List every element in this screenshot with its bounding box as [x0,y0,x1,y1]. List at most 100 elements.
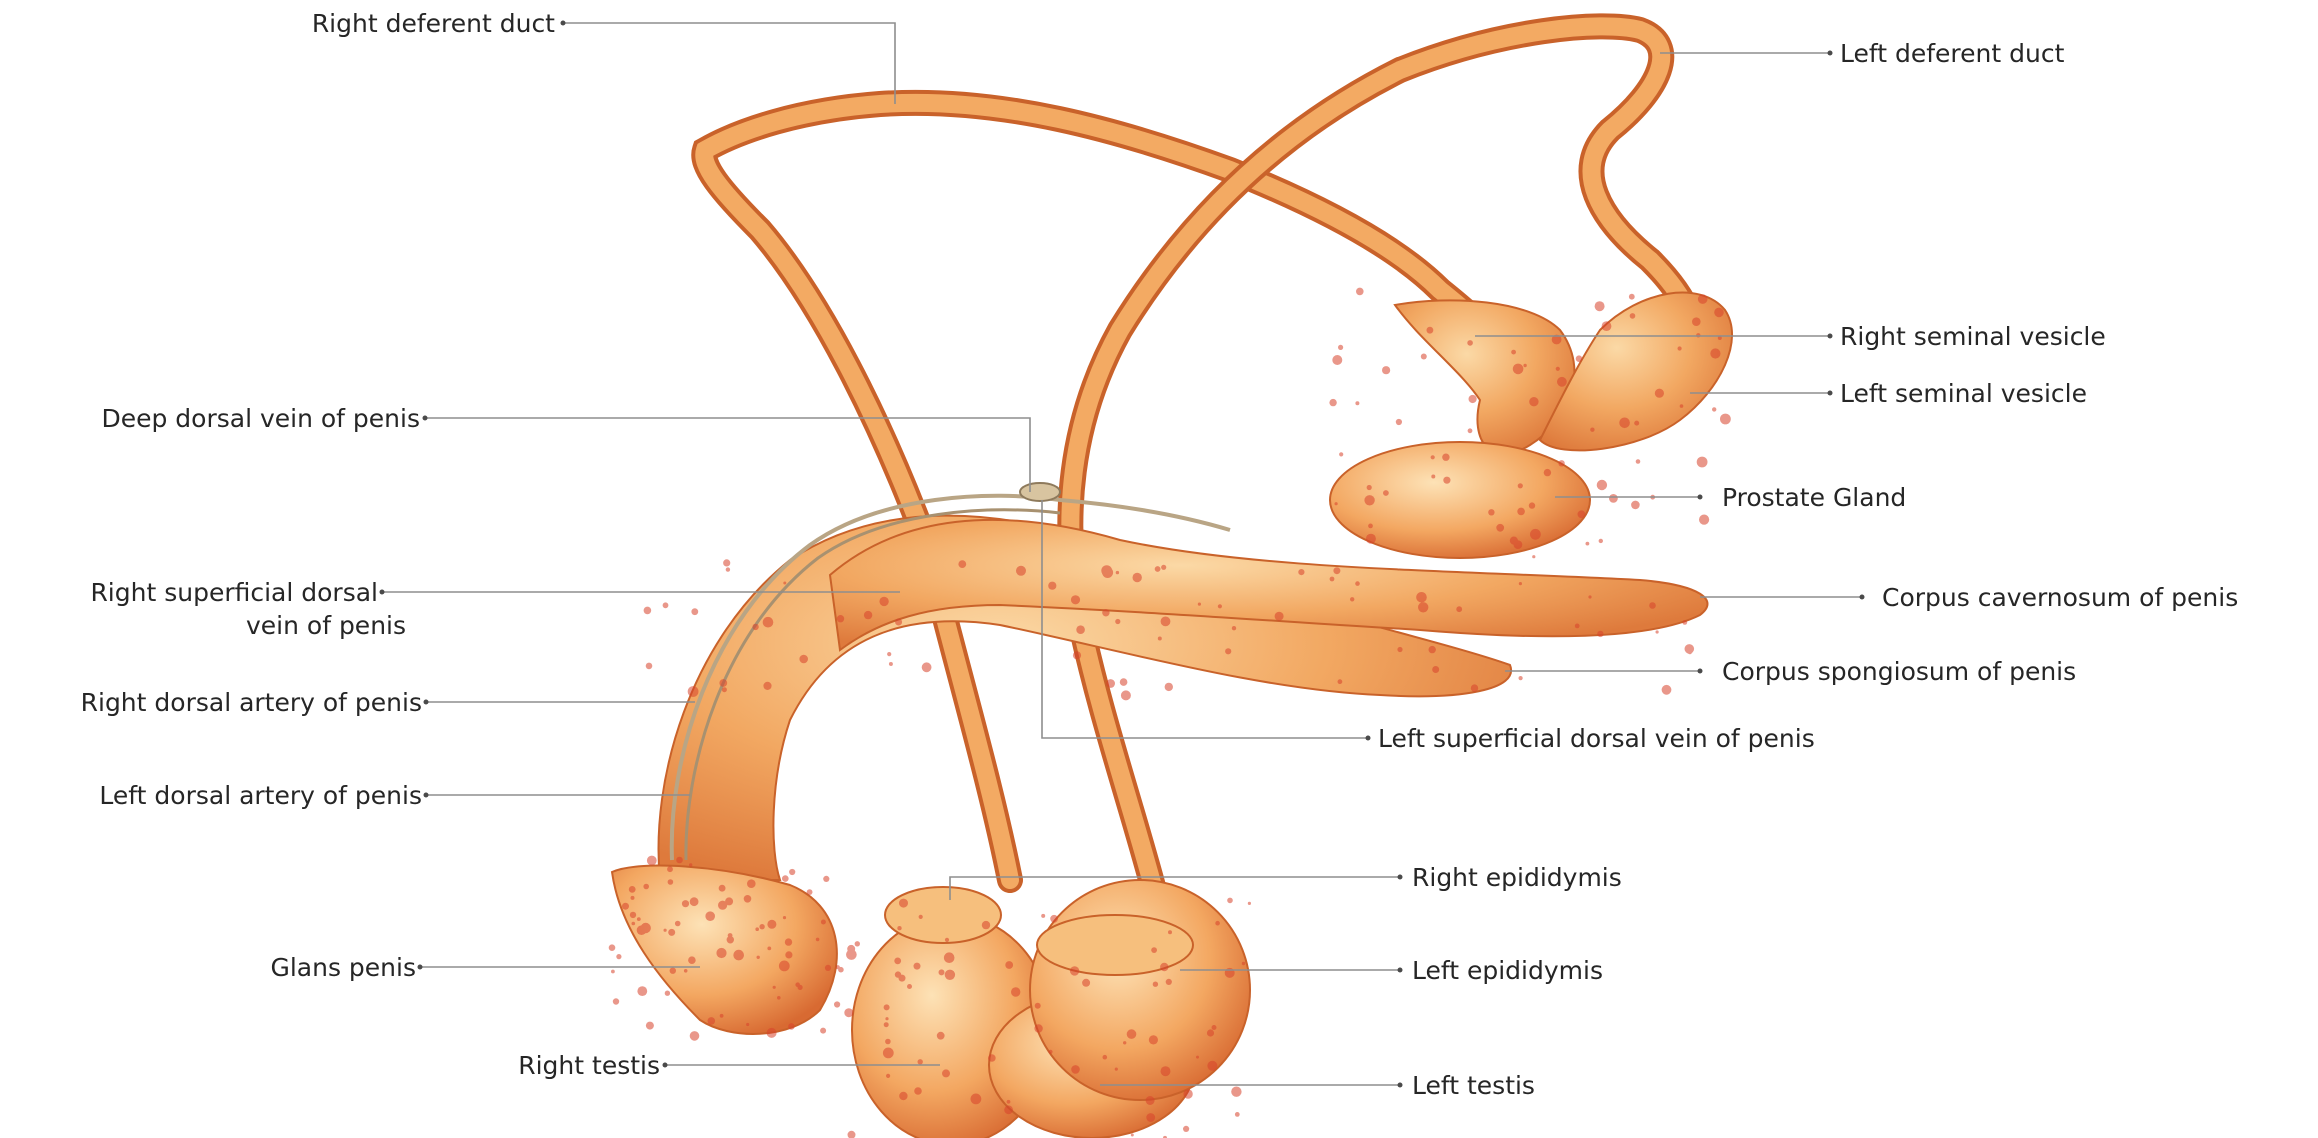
speckle [1298,569,1304,575]
speckle [1335,502,1338,505]
speckle [1366,534,1376,544]
speckle [708,1017,716,1025]
speckle [1382,366,1390,374]
speckle [719,679,727,687]
speckle [629,886,636,893]
speckle [763,682,771,690]
speckle [632,922,636,926]
speckle [779,961,790,972]
speckle [942,1069,950,1077]
speckle [1011,987,1020,996]
speckle [668,929,675,936]
speckle [1421,354,1427,360]
speckle [836,965,840,969]
speckle [1488,509,1494,515]
speckle [894,958,901,965]
speckle [1207,1061,1217,1071]
label-left-testis: Left testis [1412,1071,1535,1100]
speckle [1165,683,1173,691]
speckle [789,869,795,875]
speckle [884,1004,890,1010]
speckle [1071,1065,1080,1074]
speckle [1710,348,1720,358]
speckle [1688,650,1692,654]
speckle [1073,651,1081,659]
speckle [767,947,771,951]
speckle [1649,602,1656,609]
speckle [1368,524,1373,529]
speckle [918,1059,923,1064]
speckle [647,856,657,866]
speckle [939,969,945,975]
speckle [689,863,692,866]
speckle [1609,494,1618,503]
speckle [746,1023,749,1026]
speckle [885,1017,888,1020]
speckle [752,624,758,630]
speckle [785,951,792,958]
speckle [879,597,888,606]
speckle [1101,565,1112,576]
speckle [820,1028,826,1034]
speckle [1682,620,1687,625]
label-left-seminal-vesicle: Left seminal vesicle [1840,379,2087,408]
speckle [757,956,760,959]
speckle [783,916,786,919]
speckle [1630,313,1636,319]
speckle [1519,582,1522,585]
speckle [914,1087,922,1095]
speckle [1431,455,1435,459]
speckle [1146,1113,1155,1122]
speckle [884,1022,889,1027]
speckle [719,885,726,892]
speckle [1467,340,1473,346]
speckle [1519,676,1523,680]
speckle [1332,355,1342,365]
speckle [1275,612,1284,621]
label-left-superficial-dorsal-vein: Left superficial dorsal vein of penis [1378,724,1815,753]
speckle [1699,515,1709,525]
speckle [637,986,647,996]
speckle [785,938,792,945]
speckle [767,920,776,929]
speckle [747,879,756,888]
speckle [682,900,689,907]
speckle [1338,345,1343,350]
speckle [1232,626,1236,630]
speckle [799,655,808,664]
speckle [846,949,857,960]
speckle [1662,685,1672,695]
speckle [1720,414,1731,425]
speckle [1558,460,1564,466]
label-glans-penis: Glans penis [270,953,416,982]
speckle [1355,401,1359,405]
speckle [1355,581,1360,586]
speckle [1160,963,1168,971]
speckle [1106,679,1115,688]
speckle [684,969,688,973]
speckle [646,1022,654,1030]
speckle [1655,389,1664,398]
speckle [1576,355,1583,362]
speckle [688,686,699,697]
speckle [1619,418,1630,429]
speckle [1530,529,1541,540]
speckle [1578,510,1586,518]
speckle [788,1023,795,1030]
label-right-seminal-vesicle: Right seminal vesicle [1840,322,2106,351]
speckle [1115,619,1120,624]
speckle [1697,457,1708,468]
speckle [643,884,649,890]
speckle [630,912,636,918]
speckle [664,929,667,932]
speckle [1427,327,1434,334]
speckle [675,921,681,927]
speckle [937,1032,945,1040]
speckle [795,982,800,987]
speckle [777,996,781,1000]
speckle [1599,539,1603,543]
speckle [1082,979,1090,987]
label-left-dorsal-artery: Left dorsal artery of penis [99,781,422,810]
speckle [1338,679,1343,684]
